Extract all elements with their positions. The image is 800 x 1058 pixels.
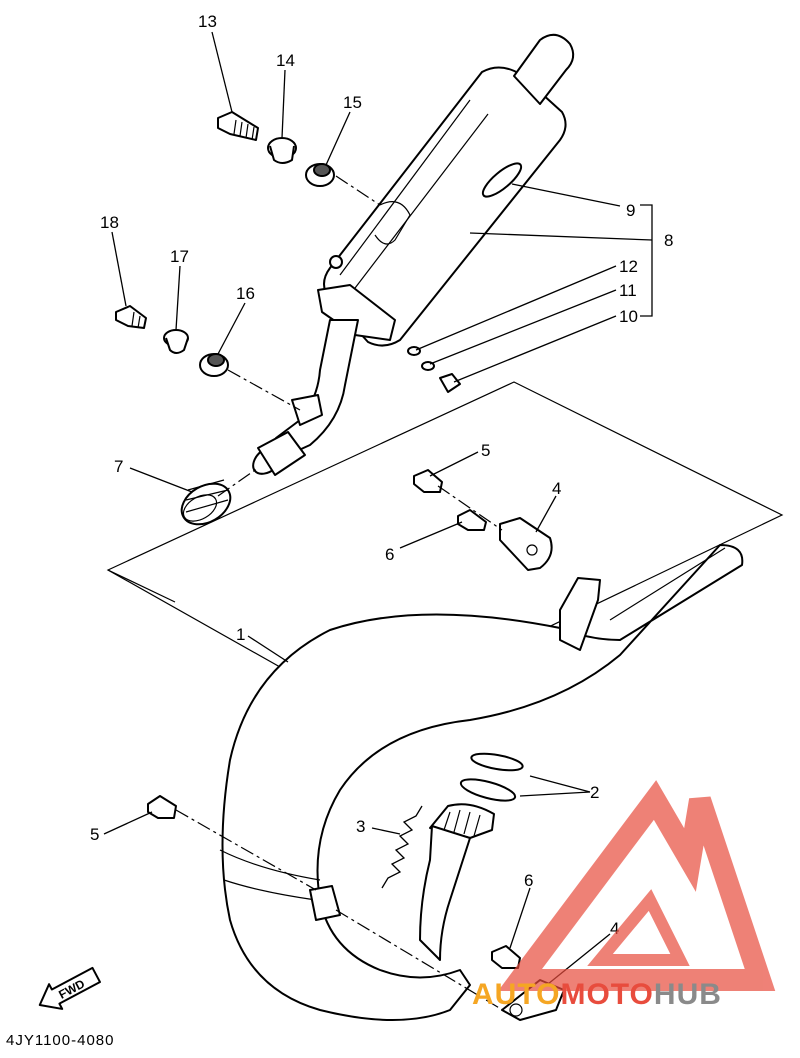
- callout-5-lower: 5: [90, 825, 99, 844]
- callout-7: 7: [114, 457, 123, 476]
- callout-15: 15: [343, 93, 362, 112]
- assembly-line: [227, 369, 301, 411]
- part-code: 4JY1100-4080: [6, 1032, 115, 1049]
- leader-lines: [103, 31, 653, 985]
- assembly-line: [335, 909, 507, 1013]
- callout-4-upper: 4: [552, 479, 561, 498]
- bolt-10: [439, 373, 461, 393]
- callout-8: 8: [664, 231, 673, 250]
- callout-2: 2: [590, 783, 599, 802]
- callout-16: 16: [236, 284, 255, 303]
- callout-10: 10: [619, 307, 638, 326]
- damper-15: [305, 163, 335, 187]
- callout-4-lower: 4: [610, 919, 619, 938]
- assembly-line: [217, 467, 259, 497]
- frame-edge: [107, 569, 176, 603]
- muffler-part: [317, 33, 575, 347]
- gasket-2b: [459, 778, 517, 802]
- fwd-arrow: FWD: [38, 966, 102, 1010]
- callout-6-upper: 6: [385, 545, 394, 564]
- bolt-5-lower: [147, 795, 177, 819]
- watermark-part3: HUB: [653, 978, 722, 1011]
- callout-13: 13: [198, 12, 217, 31]
- callout-labels: 13 14 15 18 17 16 9 8 12 11 10 7 5 4 6 1…: [90, 12, 673, 938]
- collar-17: [163, 329, 189, 354]
- assembly-line: [335, 175, 381, 206]
- bolt-18: [115, 305, 147, 329]
- bolt-6-lower: [491, 945, 521, 969]
- callout-3: 3: [356, 817, 365, 836]
- gasket-2a: [470, 752, 524, 772]
- exhaust-pipe-part: [219, 544, 744, 1021]
- collar-14: [267, 137, 297, 164]
- watermark-part1: AUTO: [472, 978, 561, 1011]
- muffler-inlet-pipe: [252, 319, 359, 476]
- bolt-6-upper: [457, 509, 487, 531]
- callout-14: 14: [276, 51, 295, 70]
- callout-6-lower: 6: [524, 871, 533, 890]
- joint-part: [180, 479, 232, 526]
- bolt-13: [217, 111, 259, 141]
- header-flange: [419, 803, 495, 961]
- watermark-text: AUTOMOTOHUB: [472, 978, 722, 1012]
- watermark-logo-icon: [498, 780, 776, 991]
- callout-1: 1: [236, 625, 245, 644]
- watermark-part2: MOTO: [560, 978, 654, 1011]
- callout-9: 9: [626, 201, 635, 220]
- damper-16: [199, 353, 229, 377]
- callout-17: 17: [170, 247, 189, 266]
- callout-12: 12: [619, 257, 638, 276]
- callout-5-upper: 5: [481, 441, 490, 460]
- callout-18: 18: [100, 213, 119, 232]
- bolt-5-upper: [413, 469, 443, 493]
- bracket-4-upper: [499, 517, 553, 571]
- assembly-line: [175, 809, 317, 891]
- washer-12: [407, 346, 421, 356]
- spring-3: [381, 805, 423, 889]
- assembly-line: [437, 485, 503, 531]
- callout-11: 11: [619, 281, 637, 300]
